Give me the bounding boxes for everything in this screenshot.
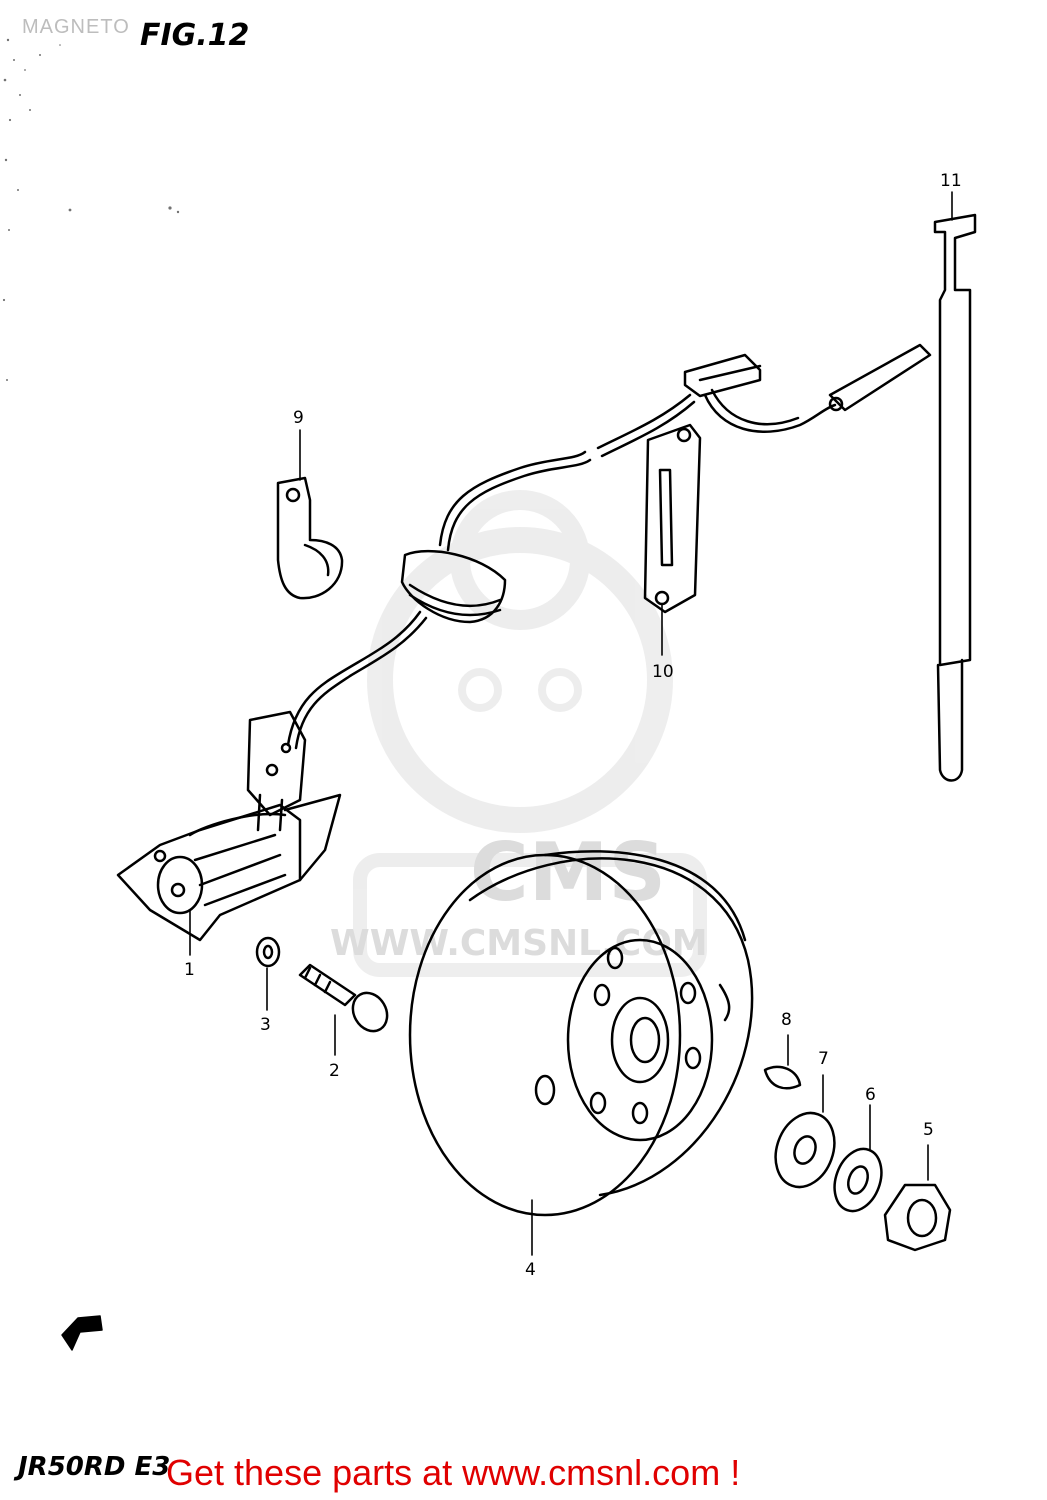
figure-label: FIG.12 bbox=[140, 18, 250, 53]
callout-11: 11 bbox=[940, 171, 962, 191]
model-code: JR50RD E3 bbox=[18, 1452, 171, 1482]
part-2-bolt bbox=[298, 963, 389, 1033]
part-10-bracket bbox=[643, 423, 702, 614]
part-9-clamp bbox=[276, 476, 344, 600]
part-8-key bbox=[763, 1065, 802, 1090]
spark-lead-terminal bbox=[828, 343, 932, 412]
part-1-coil bbox=[116, 710, 342, 942]
scan-noise bbox=[2, 38, 180, 381]
callout-1: 1 bbox=[184, 960, 195, 980]
part-7-washer bbox=[774, 1111, 836, 1189]
part-6-lockwasher bbox=[833, 1147, 883, 1213]
wire-lead bbox=[286, 610, 422, 747]
part-4-flywheel bbox=[408, 850, 754, 1217]
wire-grommet bbox=[400, 549, 507, 624]
front-direction-arrow-icon bbox=[61, 1315, 103, 1351]
part-5-nut bbox=[883, 1183, 952, 1252]
callout-9: 9 bbox=[293, 408, 304, 428]
part-11-strip bbox=[933, 213, 977, 782]
cta-link[interactable]: Get these parts at www.cmsnl.com ! bbox=[166, 1452, 741, 1493]
watermark-brand: CMS bbox=[470, 826, 666, 919]
callout-5: 5 bbox=[923, 1120, 934, 1140]
watermark-logo bbox=[353, 490, 707, 977]
callout-6: 6 bbox=[865, 1085, 876, 1105]
callout-4: 4 bbox=[525, 1260, 536, 1280]
connector bbox=[683, 353, 762, 398]
part-3-washer bbox=[255, 936, 281, 968]
callout-2: 2 bbox=[329, 1061, 340, 1081]
page-title: MAGNETO bbox=[22, 16, 130, 38]
callout-8: 8 bbox=[781, 1010, 792, 1030]
callout-10: 10 bbox=[652, 662, 674, 682]
callout-3: 3 bbox=[260, 1015, 271, 1035]
callout-7: 7 bbox=[818, 1049, 829, 1069]
leader-lines bbox=[189, 191, 953, 1256]
watermark-url: WWW.CMSNL.COM bbox=[330, 923, 708, 964]
